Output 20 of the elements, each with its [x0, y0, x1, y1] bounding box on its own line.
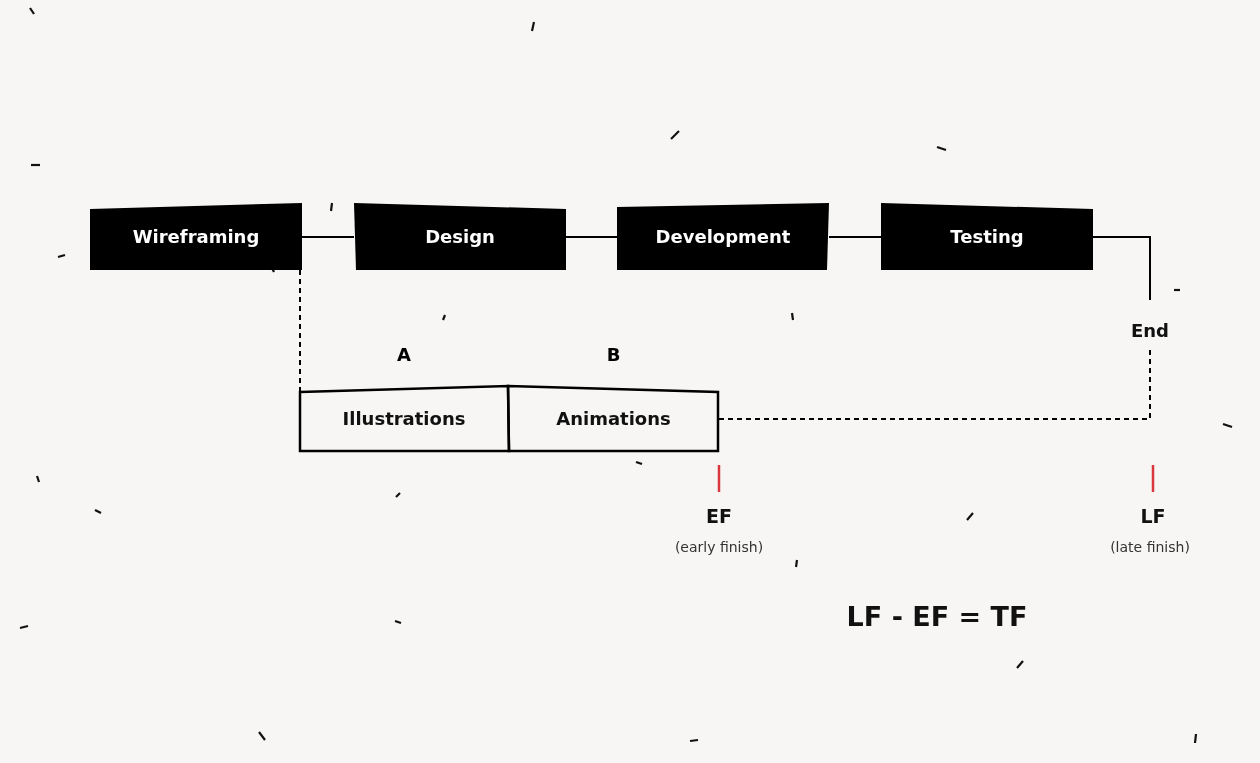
task-label: Illustrations — [342, 408, 466, 429]
dashed-connector — [718, 347, 1151, 420]
finish-note: (late finish) — [1110, 539, 1190, 555]
finish-abbreviation: EF — [706, 505, 732, 527]
task-label: Testing — [950, 226, 1024, 247]
connector — [301, 236, 355, 238]
task-label: Wireframing — [132, 226, 260, 247]
finish-note: (early finish) — [674, 539, 764, 555]
formula-text: LF - EF = TF — [846, 600, 1028, 632]
task-label: Animations — [556, 408, 671, 429]
connector — [828, 236, 882, 238]
task-label: Design — [425, 226, 495, 247]
dashed-connector — [299, 269, 301, 393]
connector — [565, 236, 618, 238]
task-label: Development — [655, 226, 791, 247]
connector — [1092, 236, 1151, 301]
milestone-label: End — [1131, 319, 1169, 341]
finish-abbreviation: LF — [1140, 505, 1166, 527]
task-letter: B — [606, 343, 621, 365]
task-letter: A — [397, 343, 411, 365]
